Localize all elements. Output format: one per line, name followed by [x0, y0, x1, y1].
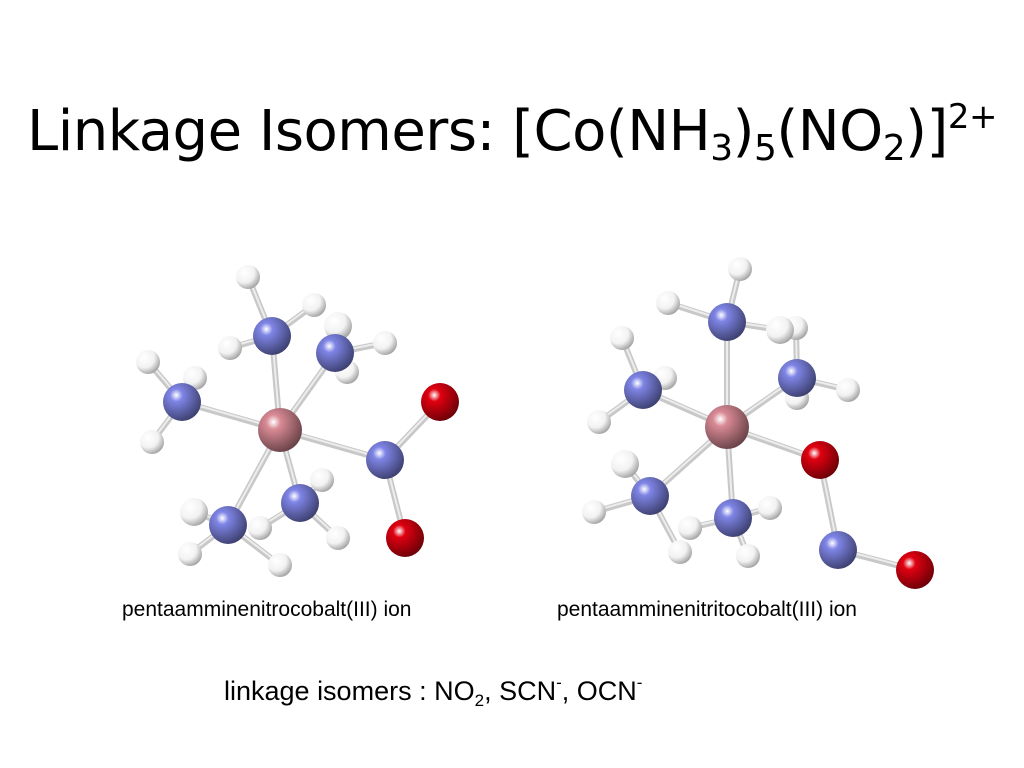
title-subscript: 3 — [710, 128, 733, 169]
oxygen-atom — [421, 383, 459, 421]
caption-nitrito-isomer: pentaamminenitritocobalt(III) ion — [557, 598, 857, 621]
title-text: Linkage Isomers: [Co(NH — [27, 99, 711, 164]
hydrogen-atom — [728, 257, 752, 281]
hydrogen-atom — [326, 526, 350, 550]
hydrogen-atom — [836, 378, 860, 402]
oxygen-atom — [801, 441, 839, 479]
hydrogen-atom — [180, 498, 208, 526]
nitrogen-atom — [708, 303, 746, 341]
nitrogen-atom — [253, 317, 291, 355]
nitro-isomer-molecule — [136, 265, 459, 577]
nitrogen-atom — [624, 371, 662, 409]
hydrogen-atom — [373, 331, 397, 355]
nitrogen-atom — [163, 383, 201, 421]
title-subscript: 5 — [754, 128, 777, 169]
nitrogen-atom — [714, 499, 752, 537]
note-text: , OCN — [561, 676, 637, 706]
hydrogen-atom — [248, 516, 272, 540]
nitrogen-atom — [631, 477, 669, 515]
hydrogen-atom — [611, 450, 639, 478]
nitrogen-atom — [778, 359, 816, 397]
title-subscript: 2 — [882, 128, 906, 169]
hydrogen-atom — [736, 544, 760, 568]
note-text: , SCN — [484, 676, 557, 706]
hydrogen-atom — [178, 542, 202, 566]
cobalt-atom — [705, 405, 749, 449]
note-superscript: - — [636, 673, 643, 692]
note-subscript: 2 — [474, 691, 485, 710]
nitrogen-atom — [316, 334, 354, 372]
nitrogen-atom — [209, 506, 247, 544]
hydrogen-atom — [310, 468, 334, 492]
oxygen-atom — [386, 519, 424, 557]
slide-title: Linkage Isomers: [Co(NH3)5(NO2)]2+ — [0, 92, 1024, 172]
title-text: )] — [905, 99, 948, 164]
nitrogen-atom — [281, 484, 319, 522]
linkage-isomers-note: linkage isomers : NO2, SCN-, OCN- — [224, 673, 643, 710]
oxygen-atom — [896, 551, 934, 589]
note-text: linkage isomers : NO — [224, 676, 475, 706]
hydrogen-atom — [587, 410, 611, 434]
hydrogen-atom — [678, 516, 702, 540]
hydrogen-atom — [302, 293, 326, 317]
nitrogen-atom — [819, 531, 857, 569]
hydrogen-atom — [236, 265, 260, 289]
hydrogen-atom — [268, 553, 292, 577]
hydrogen-atom — [766, 316, 794, 344]
note-superscript: - — [556, 673, 562, 692]
hydrogen-atom — [140, 430, 164, 454]
hydrogen-atom — [136, 350, 160, 374]
hydrogen-atom — [758, 496, 782, 520]
hydrogen-atom — [656, 291, 680, 315]
hydrogen-atom — [668, 540, 692, 564]
hydrogen-atom — [582, 500, 606, 524]
hydrogen-atom — [183, 366, 207, 390]
nitrito-isomer-molecule — [582, 257, 934, 589]
cobalt-atom — [258, 408, 302, 452]
hydrogen-atom — [324, 312, 352, 340]
title-text: ) — [732, 99, 755, 164]
title-superscript: 2+ — [947, 97, 998, 137]
title-text: (NO — [776, 99, 883, 164]
hydrogen-atom — [610, 326, 634, 350]
hydrogen-atom — [218, 336, 242, 360]
nitrogen-atom — [366, 441, 404, 479]
caption-nitro-isomer: pentaamminenitrocobalt(III) ion — [122, 598, 412, 621]
